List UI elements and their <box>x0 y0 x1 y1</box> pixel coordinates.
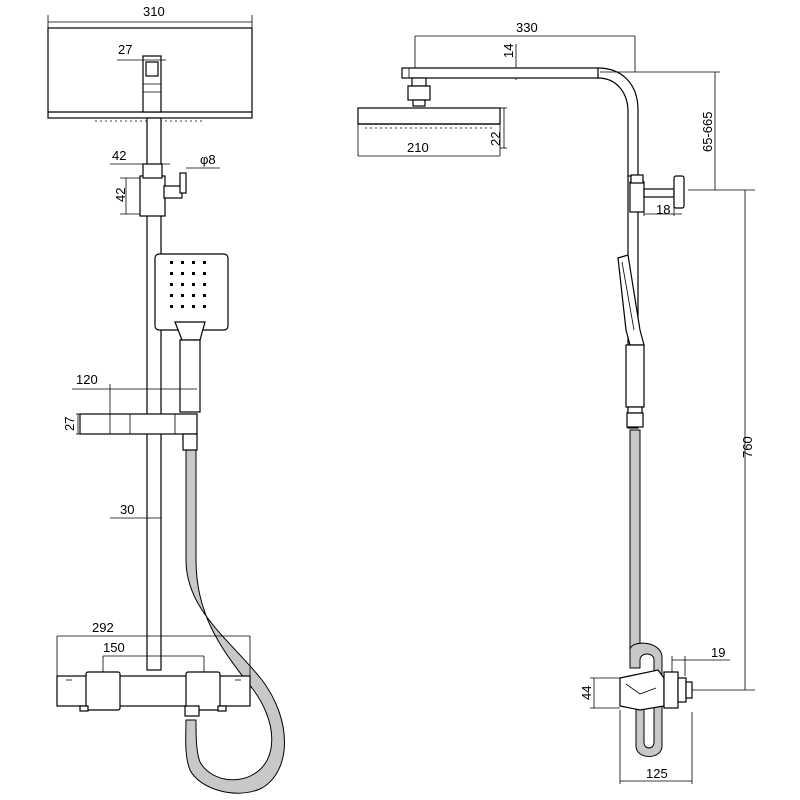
front-hand-shower-nozzles <box>170 261 206 308</box>
dim-arm-width: 27 <box>118 42 132 57</box>
dim-head-width: 310 <box>143 4 165 19</box>
dim-mixer-height: 44 <box>579 686 594 700</box>
dim-rail-diameter: 30 <box>120 502 134 517</box>
side-mixer-body <box>619 669 665 711</box>
front-view: 310 27 42 42 φ8 <box>47 4 285 794</box>
front-diverter-knob <box>179 172 187 194</box>
side-diverter-knob <box>673 175 685 209</box>
front-hose <box>185 449 285 794</box>
dim-knob-diameter: φ8 <box>200 152 216 167</box>
dim-mixer-width: 292 <box>92 620 114 635</box>
dim-wall-centres: 760 <box>740 436 755 458</box>
dim-holder-height: 27 <box>62 417 77 431</box>
side-view: 330 14 22 210 65-665 <box>357 20 755 784</box>
dim-diverter-width: 42 <box>112 148 126 163</box>
side-hand-shower-handle <box>625 344 645 408</box>
dim-height-range: 65-665 <box>700 112 715 152</box>
side-shower-arm <box>401 67 599 79</box>
side-diverter-block <box>629 181 645 213</box>
dim-mixer-depth: 125 <box>646 766 668 781</box>
front-diverter-block <box>139 175 166 217</box>
dim-projection: 330 <box>516 20 538 35</box>
side-hose <box>629 429 641 651</box>
front-mixer-left-knob <box>85 671 121 711</box>
front-mixer-right-knob <box>185 671 221 711</box>
side-wall-fitting <box>663 671 679 709</box>
dim-head-thickness: 22 <box>488 132 503 146</box>
dim-holder-width: 120 <box>76 372 98 387</box>
front-hand-shower-neck <box>174 321 206 341</box>
dim-wall-fitting: 19 <box>711 645 725 660</box>
side-arm-bend <box>597 67 639 176</box>
side-shower-head <box>357 107 501 125</box>
front-mixer-outlet <box>184 705 200 717</box>
dim-head-depth: 210 <box>407 140 429 155</box>
dim-diverter-height: 42 <box>113 188 128 202</box>
dim-mixer-centres: 150 <box>103 640 125 655</box>
front-shower-holder <box>79 413 198 435</box>
dim-knob-depth: 18 <box>656 202 670 217</box>
front-hand-shower-head <box>154 253 229 331</box>
front-hand-shower-handle <box>179 339 201 413</box>
dim-arm-thickness: 14 <box>501 44 516 58</box>
